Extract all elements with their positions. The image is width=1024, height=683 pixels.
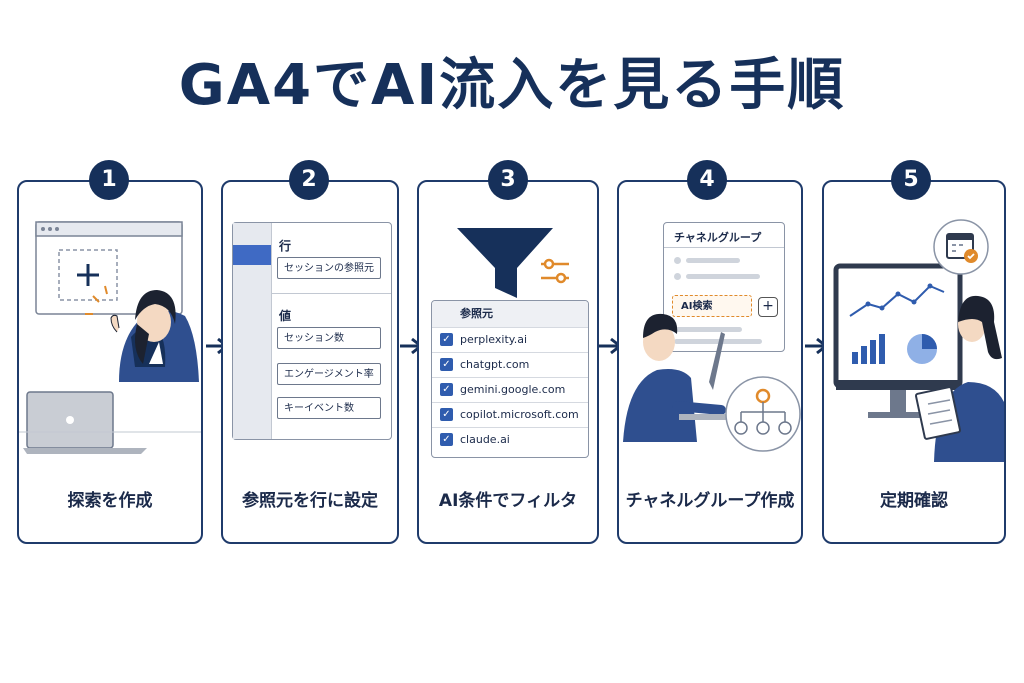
step-3-caption: AI条件でフィルタ — [438, 491, 578, 511]
channel-group-panel: チャネルグループ AI検索 + — [663, 222, 785, 352]
step-4-card: チャネルグループ AI検索 + チャネルグループ作成 — [617, 180, 803, 544]
step-1-badge: 1 — [89, 160, 129, 200]
step-3-badge: 3 — [488, 160, 528, 200]
step-5-card: 定期確認 — [822, 180, 1006, 544]
step-4-caption: チャネルグループ作成 — [625, 491, 795, 511]
value-field[interactable]: エンゲージメント率 — [277, 363, 381, 385]
checkbox-checked-icon: ✓ — [440, 433, 453, 446]
value-field[interactable]: キーイベント数 — [277, 397, 381, 419]
create-exploration-illustration — [19, 221, 201, 454]
ai-search-channel[interactable]: AI検索 — [672, 295, 752, 317]
checkbox-checked-icon: ✓ — [440, 408, 453, 421]
row-field[interactable]: セッションの参照元 — [277, 257, 381, 279]
filter-funnel-icon — [457, 228, 569, 298]
rows-label: 行 — [279, 239, 292, 253]
checkbox-checked-icon: ✓ — [440, 333, 453, 346]
list-item[interactable]: ✓claude.ai — [432, 427, 588, 452]
step-4-badge: 4 — [687, 160, 727, 200]
hierarchy-icon — [725, 376, 801, 452]
step-2-card: 行 セッションの参照元 値 セッション数 エンゲージメント率 キーイベント数 参… — [221, 180, 399, 544]
values-label: 値 — [279, 309, 292, 323]
value-field[interactable]: セッション数 — [277, 327, 381, 349]
step-2-caption: 参照元を行に設定 — [242, 491, 378, 511]
man-with-laptop-illustration — [623, 313, 745, 442]
page-title: GA4でAI流入を見る手順 — [178, 53, 846, 118]
calendar-check-icon — [933, 219, 989, 275]
plus-icon — [77, 264, 99, 286]
list-item[interactable]: ✓gemini.google.com — [432, 377, 588, 402]
source-filter-list: 参照元 ✓perplexity.ai ✓chatgpt.com ✓gemini.… — [431, 300, 589, 458]
step-5-badge: 5 — [891, 160, 931, 200]
step-1-card: 探索を作成 — [17, 180, 203, 544]
checkbox-checked-icon: ✓ — [440, 358, 453, 371]
step-1-caption: 探索を作成 — [67, 491, 153, 511]
checkbox-checked-icon: ✓ — [440, 383, 453, 396]
add-channel-button[interactable]: + — [758, 297, 778, 317]
monitor-dashboard-illustration — [833, 263, 1004, 462]
list-item[interactable]: ✓chatgpt.com — [432, 352, 588, 377]
list-item[interactable]: ✓perplexity.ai — [432, 327, 588, 352]
step-3-card: 参照元 ✓perplexity.ai ✓chatgpt.com ✓gemini.… — [417, 180, 599, 544]
panel-title: チャネルグループ — [674, 231, 762, 244]
step-5-caption: 定期確認 — [880, 491, 948, 511]
step-2-badge: 2 — [289, 160, 329, 200]
report-builder-panel: 行 セッションの参照元 値 セッション数 エンゲージメント率 キーイベント数 — [232, 222, 392, 440]
list-item[interactable]: ✓copilot.microsoft.com — [432, 402, 588, 427]
list-header: 参照元 — [432, 301, 588, 328]
